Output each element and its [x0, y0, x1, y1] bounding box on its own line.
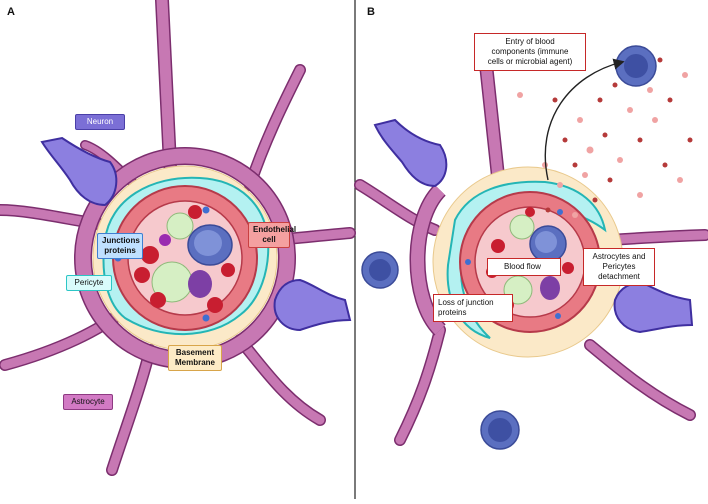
astrocyte-label: Astrocyte — [63, 394, 113, 410]
neuron-a-2 — [273, 278, 352, 332]
entry-callout: Entry of blood components (immune cells … — [474, 33, 586, 71]
panel-letter-a: A — [7, 6, 15, 18]
neuron-label: Neuron — [75, 114, 125, 130]
junctions-proteins-label: Junctions proteins — [97, 233, 143, 259]
curved-arrow-icon — [544, 58, 625, 181]
endothelial-cell-label: Endothelial cell — [248, 222, 296, 248]
blood-flow-callout: Blood flow — [487, 258, 561, 276]
detachment-callout: Astrocytes and Pericytes detachment — [583, 248, 655, 286]
pericyte-label: Pericyte — [66, 275, 112, 291]
loss-junction-callout: Loss of junction proteins — [433, 294, 513, 322]
blood-component-particles — [517, 57, 693, 218]
neuron-a-1 — [40, 136, 118, 207]
basement-membrane-label: Basement Membrane — [168, 345, 222, 371]
panel-a — [0, 0, 356, 476]
neuron-b-1 — [373, 118, 448, 188]
neuron-b-2 — [613, 281, 694, 334]
panel-letter-b: B — [367, 6, 375, 18]
